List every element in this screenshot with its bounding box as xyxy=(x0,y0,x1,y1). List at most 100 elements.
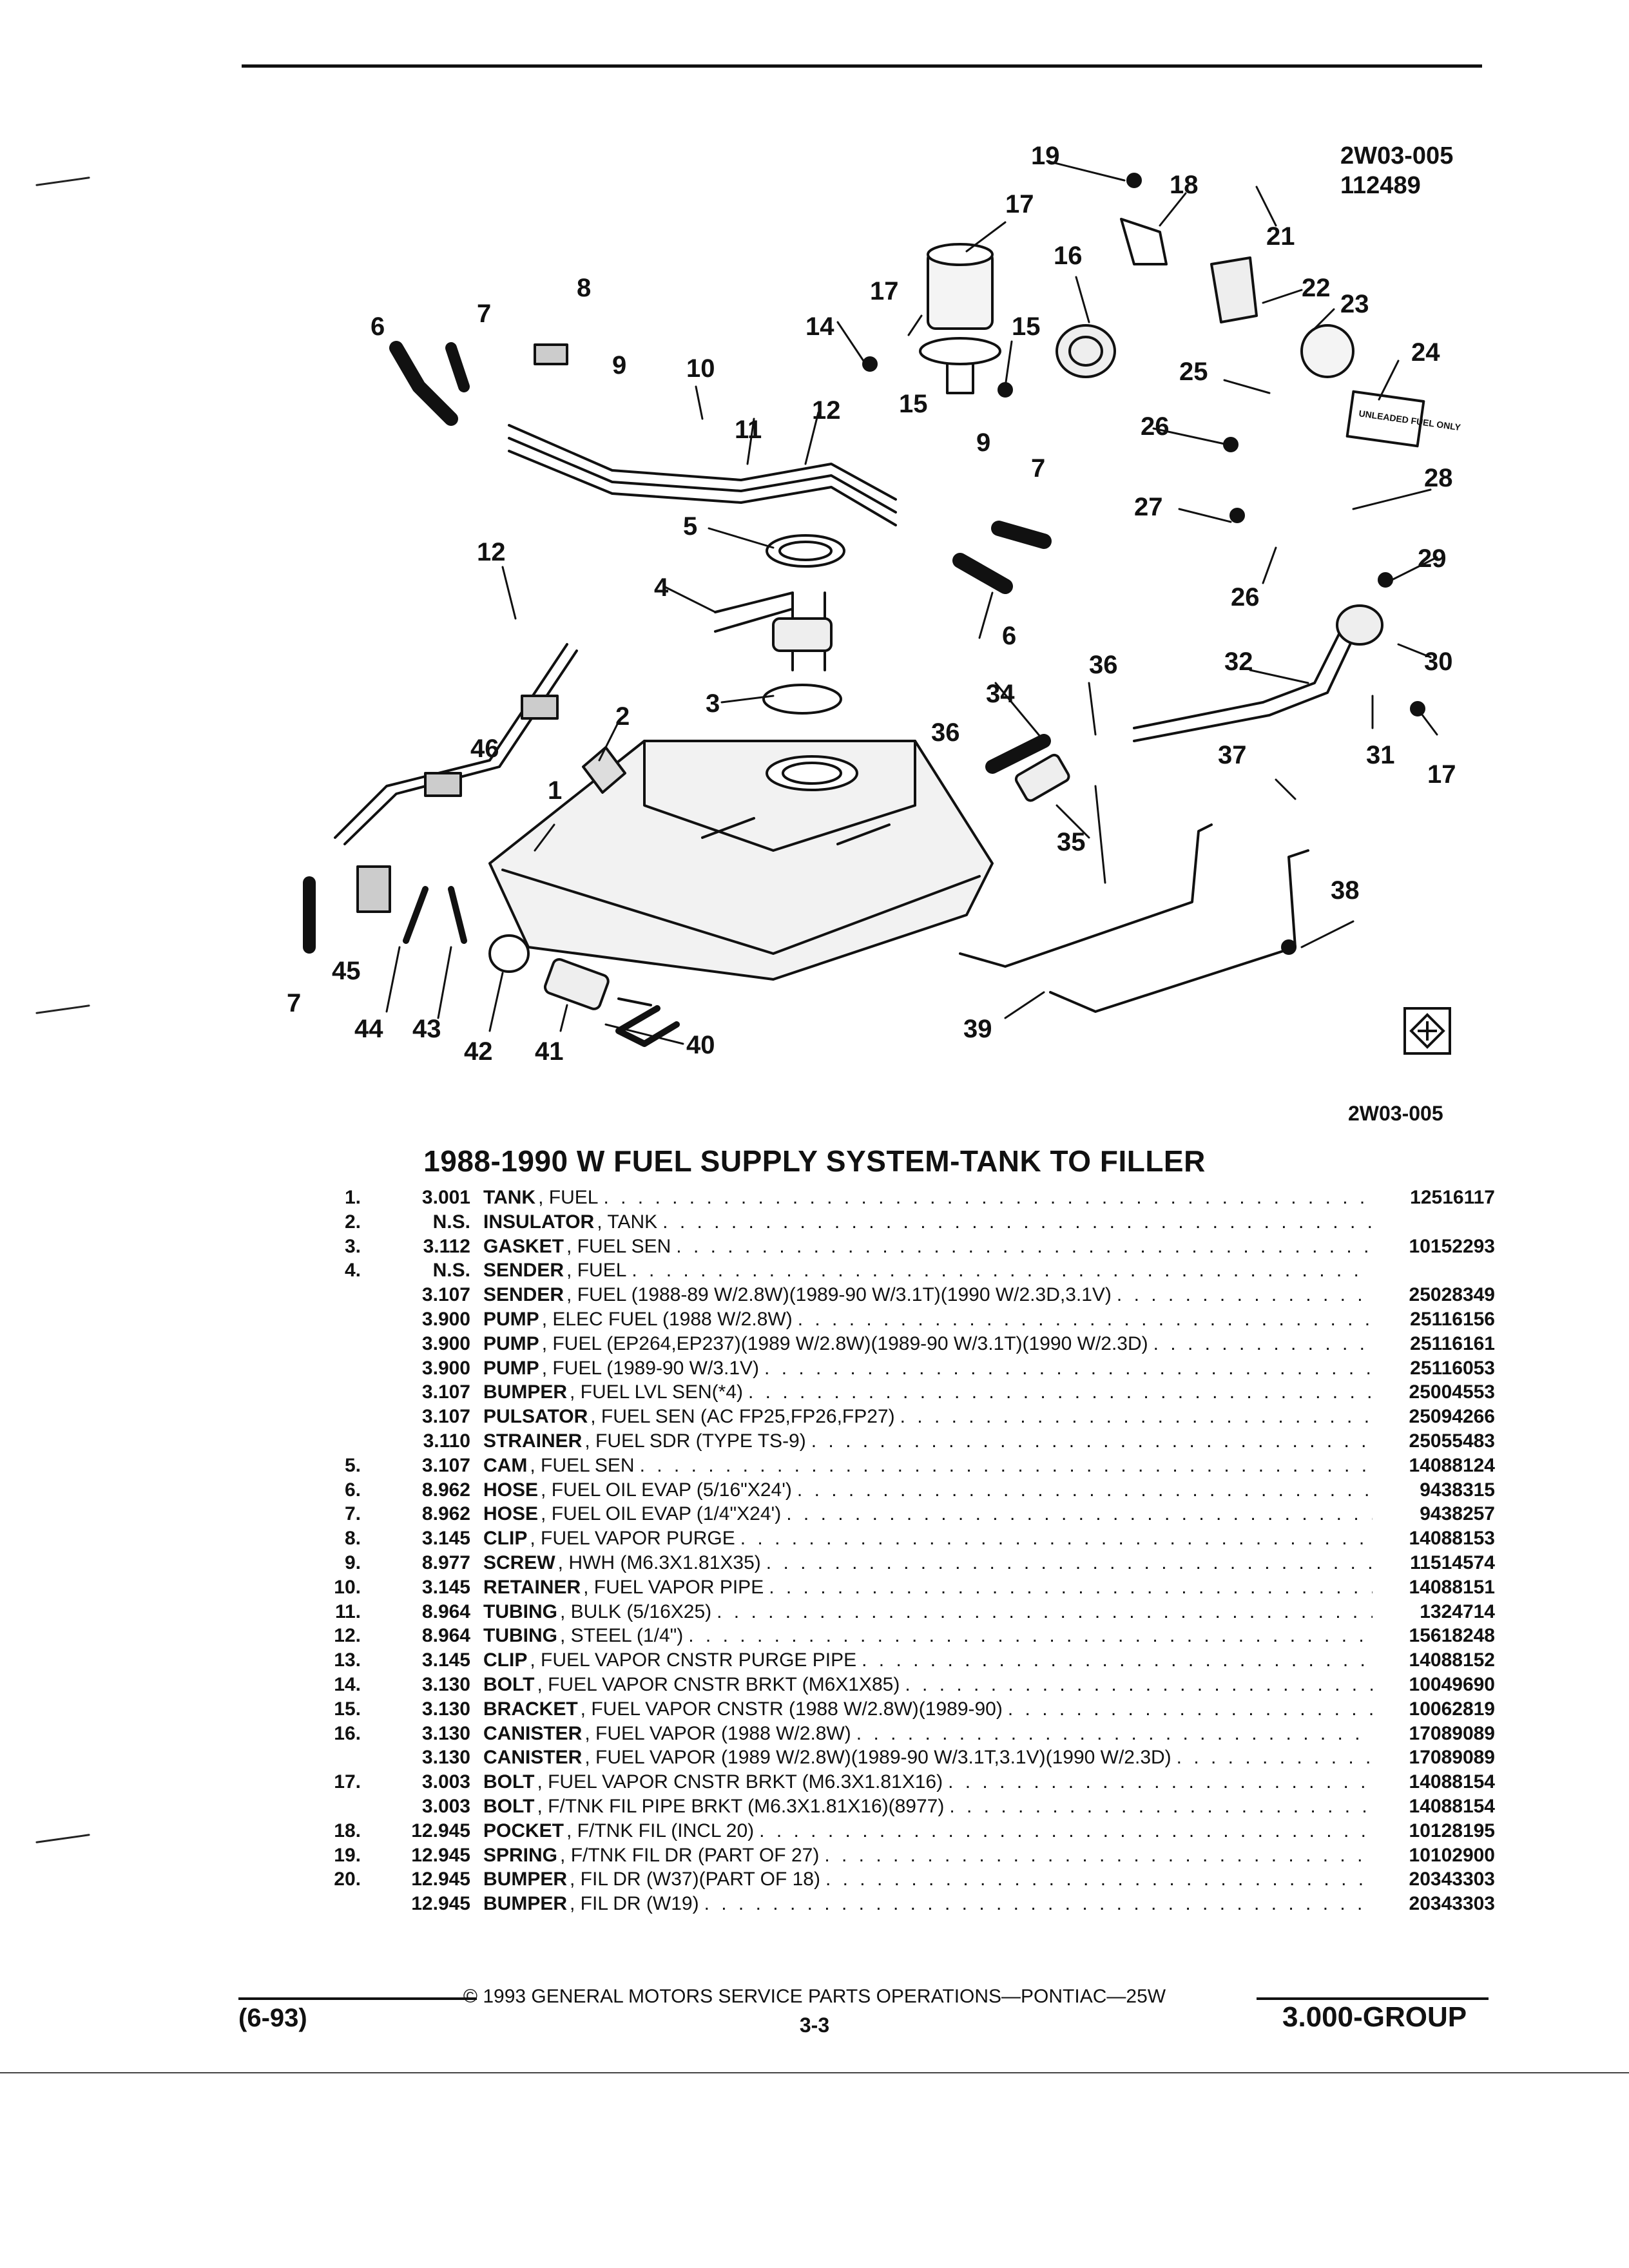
leader-dots xyxy=(688,1624,1373,1648)
part-number: 10062819 xyxy=(1409,1698,1495,1720)
leader-dots xyxy=(905,1673,1373,1697)
hose-part xyxy=(991,521,1052,549)
group-number: 3.145 xyxy=(421,1649,470,1671)
part-description: , ELEC FUEL (1988 W/2.8W) xyxy=(541,1308,793,1330)
leader-dots xyxy=(1153,1332,1373,1356)
part-number: 10152293 xyxy=(1409,1235,1495,1257)
part-description: , FUEL xyxy=(566,1260,627,1282)
footer-rule-right xyxy=(1257,1997,1489,2000)
part-description: , FUEL VAPOR CNSTR (1988 W/2.8W)(1989-90… xyxy=(580,1698,1003,1720)
part-number: 25116161 xyxy=(1410,1332,1495,1354)
part-name: CANISTER xyxy=(483,1747,583,1769)
callout-number: 22 xyxy=(1302,274,1331,302)
callout-number: 17 xyxy=(870,277,899,305)
group-number: 3.003 xyxy=(421,1795,470,1817)
item-number: 20. xyxy=(334,1869,361,1890)
callout-number: 1 xyxy=(548,776,562,805)
leader-dots xyxy=(811,1429,1373,1454)
callout-number: 6 xyxy=(371,312,385,341)
part-description: , FUEL SEN xyxy=(530,1454,635,1476)
callout-number: 7 xyxy=(477,300,491,328)
group-number: 3.112 xyxy=(423,1235,470,1257)
diagram-symbol-icon xyxy=(1403,1007,1451,1055)
leader-dots xyxy=(640,1454,1373,1478)
callout-number: 9 xyxy=(976,428,990,457)
part-number: 25004553 xyxy=(1409,1381,1495,1403)
leader-dots xyxy=(631,1258,1373,1283)
group-number: 3.107 xyxy=(421,1406,470,1428)
part-name: BUMPER xyxy=(483,1381,568,1403)
item-number: 18. xyxy=(334,1820,361,1841)
part-name: TANK xyxy=(483,1187,536,1208)
table-row: 2.N.S.INSULATOR, TANK xyxy=(284,1210,1495,1235)
part-description: , F/TNK FIL PIPE BRKT (M6.3X1.81X16)(897… xyxy=(537,1795,945,1817)
group-number: 3.107 xyxy=(421,1454,470,1476)
part-description: , FUEL VAPOR (1989 W/2.8W)(1989-90 W/3.1… xyxy=(584,1747,1171,1769)
callout-number: 37 xyxy=(1218,741,1247,769)
part-name: SENDER xyxy=(483,1284,564,1306)
part-description: , FUEL SEN xyxy=(566,1235,671,1257)
part-description: , FUEL VAPOR PIPE xyxy=(583,1576,764,1598)
part-name: CLIP xyxy=(483,1649,528,1671)
part-number: 14088151 xyxy=(1409,1576,1495,1598)
part-number: 25094266 xyxy=(1409,1406,1495,1428)
hose-part xyxy=(389,341,458,426)
group-number: 3.145 xyxy=(421,1576,470,1598)
callout-number: 12 xyxy=(812,396,841,425)
callout-number: 32 xyxy=(1224,648,1253,676)
callout-number: 19 xyxy=(1031,142,1060,170)
part-number: 9438257 xyxy=(1420,1503,1495,1525)
part-name: BUMPER xyxy=(483,1869,568,1890)
part-description: , FIL DR (W37)(PART OF 18) xyxy=(570,1869,820,1890)
part-name: BUMPER xyxy=(483,1893,568,1915)
part-number: 11514574 xyxy=(1410,1552,1495,1573)
footer-rule-left xyxy=(238,1997,477,2000)
part-name: STRAINER xyxy=(483,1430,583,1452)
part-number: 10102900 xyxy=(1409,1844,1495,1866)
part-description: , HWH (M6.3X1.81X35) xyxy=(557,1552,761,1573)
callout-number: 27 xyxy=(1134,493,1163,521)
fuel-tank-part xyxy=(488,740,994,981)
part-description: , FUEL (EP264,EP237)(1989 W/2.8W)(1989-9… xyxy=(541,1332,1148,1354)
connector-part xyxy=(1014,753,1070,802)
part-number: 14088124 xyxy=(1409,1454,1495,1476)
leader-dots xyxy=(786,1502,1373,1526)
leader-dots xyxy=(603,1186,1373,1210)
part-number: 17089089 xyxy=(1409,1722,1495,1744)
part-name: GASKET xyxy=(483,1235,564,1257)
part-description: , F/TNK FIL DR (PART OF 27) xyxy=(560,1844,820,1866)
part-description: , FUEL LVL SEN(*4) xyxy=(570,1381,743,1403)
leader-dots xyxy=(797,1478,1373,1503)
callout-number: 16 xyxy=(1054,242,1083,270)
leader-dots xyxy=(1117,1283,1373,1307)
part-description: , FUEL SEN (AC FP25,FP26,FP27) xyxy=(590,1406,895,1428)
group-number: 3.107 xyxy=(421,1284,470,1306)
callout-number: 36 xyxy=(931,718,960,747)
item-number: 2. xyxy=(344,1211,361,1233)
clip-part xyxy=(534,343,568,365)
unleaded-label-part xyxy=(1345,390,1425,448)
callout-number: 31 xyxy=(1366,741,1395,769)
group-number: 8.962 xyxy=(421,1503,470,1525)
group-number: 8.964 xyxy=(421,1600,470,1622)
diagram-ref-code-bottom: 2W03-005 xyxy=(1348,1102,1443,1125)
group-number: 8.977 xyxy=(421,1552,470,1573)
part-description: , FUEL (1989-90 W/3.1V) xyxy=(541,1357,760,1379)
group-number: 8.964 xyxy=(421,1625,470,1647)
part-description: , FUEL xyxy=(538,1187,599,1208)
leader-dots xyxy=(717,1600,1373,1624)
leader-dots xyxy=(748,1380,1373,1405)
callout-number: 18 xyxy=(1170,171,1199,199)
callout-number: 9 xyxy=(612,351,626,380)
leader-dots xyxy=(856,1722,1373,1746)
hose-part xyxy=(985,734,1051,774)
